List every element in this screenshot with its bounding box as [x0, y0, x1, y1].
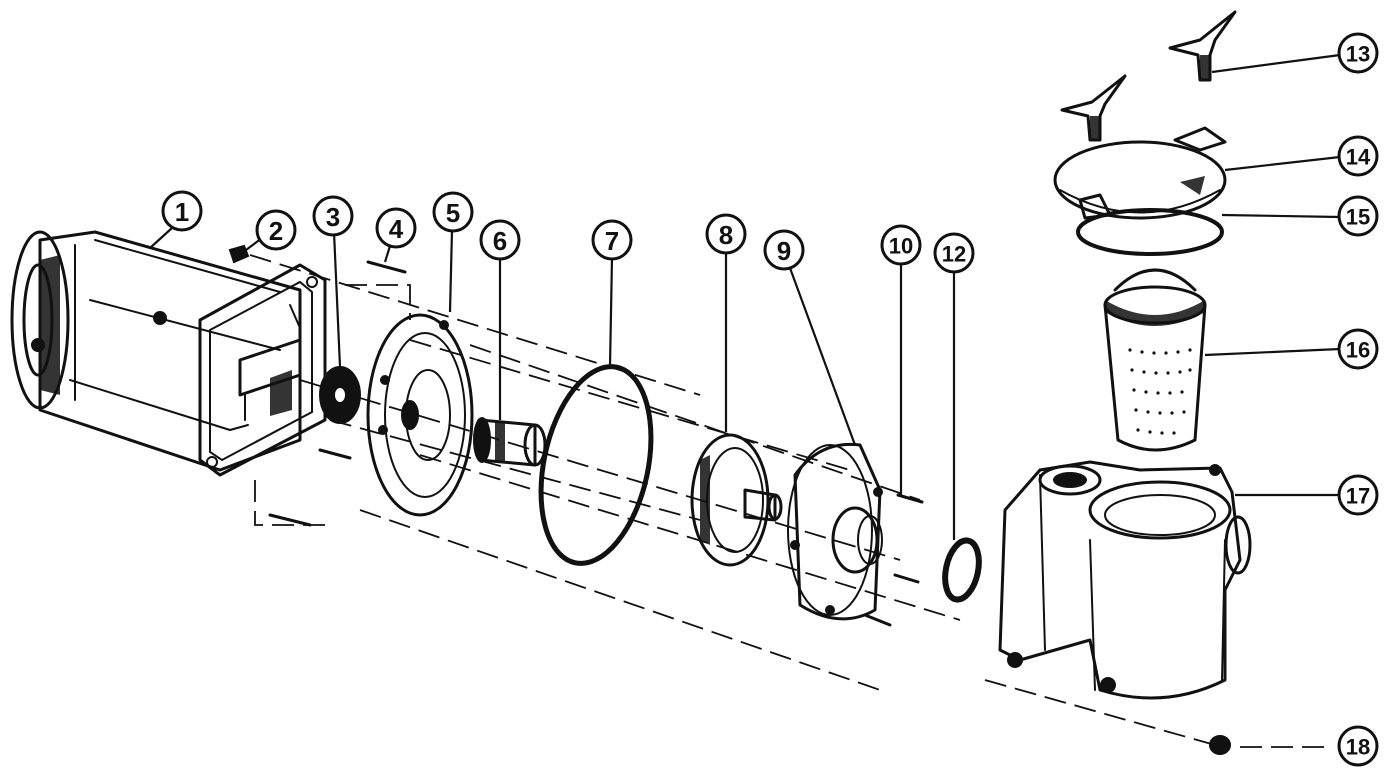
callouts: 1 2 3 4 5 6 7 8: [161, 32, 1379, 767]
callout-17-label: 17: [1346, 484, 1370, 509]
diffuser: [787, 442, 883, 621]
strainer-basket: [1103, 268, 1207, 452]
pump-housing: [998, 460, 1252, 700]
callout-14-label: 14: [1346, 145, 1371, 170]
motor: [10, 230, 302, 472]
callout-3: 3: [312, 195, 354, 237]
callout-7: 7: [591, 219, 633, 261]
callout-12: 12: [933, 232, 975, 274]
callout-2-label: 2: [269, 216, 283, 246]
callout-1: 1: [161, 190, 203, 232]
basket-perforations: [1128, 348, 1192, 435]
callout-14: 14: [1337, 135, 1379, 177]
small-o-ring: [942, 537, 982, 603]
bolts: [268, 260, 407, 527]
callout-18-label: 18: [1346, 735, 1370, 760]
callout-9-label: 9: [777, 236, 791, 266]
callout-6-label: 6: [493, 226, 507, 256]
callout-12-label: 12: [942, 242, 966, 267]
callout-9: 9: [763, 229, 805, 271]
callout-8: 8: [705, 213, 747, 255]
slinger-washer: [319, 366, 361, 424]
drain-plug: [1209, 735, 1231, 755]
callout-16: 16: [1337, 328, 1379, 370]
callout-5-label: 5: [446, 198, 460, 228]
callout-10: 10: [880, 224, 922, 266]
callout-15-label: 15: [1346, 205, 1370, 230]
screw: [228, 244, 250, 264]
callout-1-label: 1: [175, 197, 189, 227]
callout-10-label: 10: [889, 234, 913, 259]
callout-13-label: 13: [1346, 42, 1370, 67]
callout-15: 15: [1337, 195, 1379, 237]
strainer-lid: [1053, 126, 1227, 220]
mechanical-seal: [473, 417, 547, 467]
leader-lines: [149, 53, 1341, 540]
seal-plate: [366, 313, 474, 517]
callout-7-label: 7: [605, 226, 619, 256]
diffuser-screws: [863, 493, 924, 627]
callout-6: 6: [479, 219, 521, 261]
large-o-ring: [538, 364, 654, 566]
callout-2: 2: [255, 209, 297, 251]
callout-5: 5: [432, 191, 474, 233]
callout-4-label: 4: [389, 214, 404, 244]
callout-3-label: 3: [326, 202, 340, 232]
impeller: [690, 433, 783, 567]
lid-knobs: [1060, 10, 1237, 142]
lid-o-ring: [1076, 208, 1224, 256]
callout-8-label: 8: [719, 220, 733, 250]
callout-16-label: 16: [1346, 338, 1370, 363]
callout-13: 13: [1337, 32, 1379, 74]
callout-18: 18: [1337, 725, 1379, 767]
callout-4: 4: [375, 207, 417, 249]
callout-17: 17: [1337, 474, 1379, 516]
adapter-bracket: [198, 263, 327, 477]
